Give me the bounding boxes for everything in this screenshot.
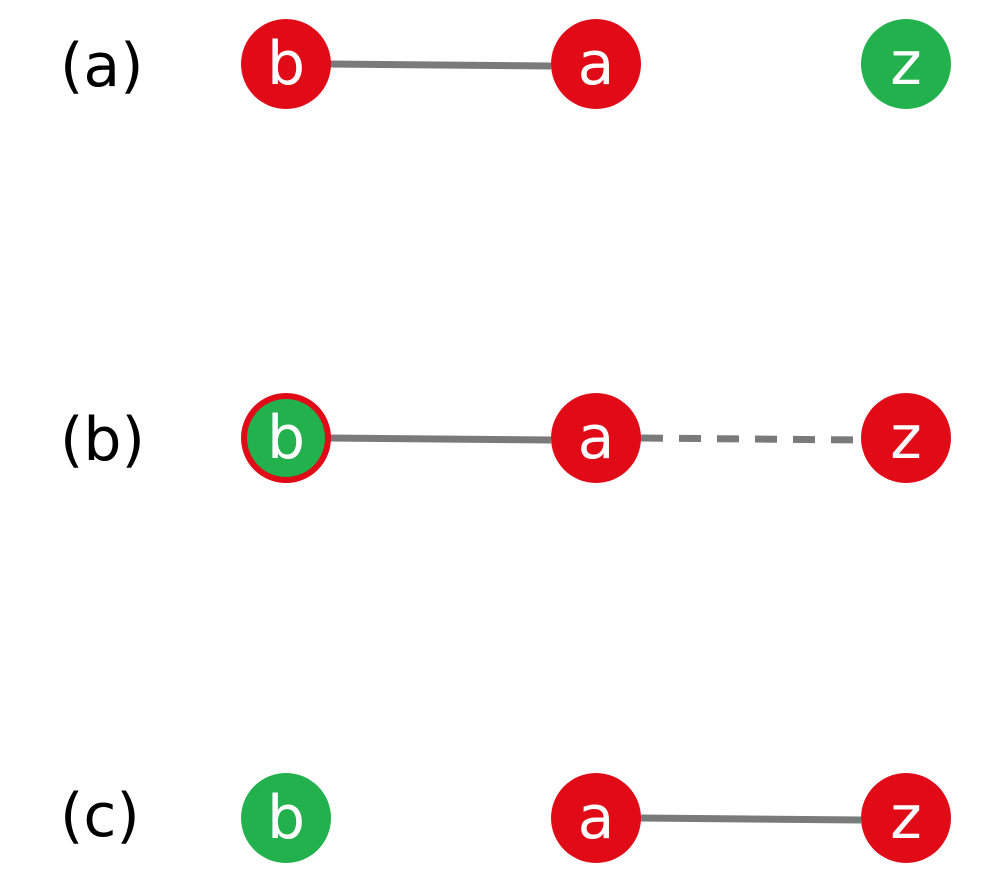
node-letter-a-z: z: [890, 29, 922, 99]
panel-label-c: (c): [60, 781, 140, 851]
node-circle-a-z: [861, 19, 951, 109]
node-c-b: b: [241, 773, 331, 863]
edge-a-b-a-solid: [328, 60, 552, 70]
node-circle-b-a: [551, 393, 641, 483]
node-a-a: a: [551, 19, 641, 109]
edges-layer: [328, 60, 862, 824]
node-c-a: a: [551, 773, 641, 863]
node-letter-b-a: a: [578, 403, 615, 473]
node-letter-b-b: b: [267, 403, 305, 473]
node-circle-c-z: [861, 773, 951, 863]
node-circle-a-b: [241, 19, 331, 109]
node-letter-a-b: b: [267, 29, 305, 99]
node-circle-b-b: [241, 393, 331, 483]
node-b-b: b: [241, 393, 331, 483]
node-a-z: z: [861, 19, 951, 109]
node-a-b: b: [241, 19, 331, 109]
node-letter-c-z: z: [890, 783, 922, 853]
node-b-z: z: [861, 393, 951, 483]
node-letter-c-a: a: [578, 783, 615, 853]
node-c-z: z: [861, 773, 951, 863]
node-letter-b-z: z: [890, 403, 922, 473]
panel-label-b: (b): [60, 405, 145, 475]
node-circle-c-b: [241, 773, 331, 863]
node-circle-a-a: [551, 19, 641, 109]
node-b-a: a: [551, 393, 641, 483]
node-circle-c-a: [551, 773, 641, 863]
panel-label-a: (a): [60, 31, 144, 101]
node-circle-b-z: [861, 393, 951, 483]
edge-c-a-z-solid: [640, 814, 862, 824]
node-letter-a-a: a: [578, 29, 615, 99]
nodes-layer: b a z b a z b a z: [241, 19, 951, 863]
edge-b-b-a-solid: [328, 434, 552, 444]
node-letter-c-b: b: [267, 783, 305, 853]
edge-b-a-z-dashed: [640, 434, 862, 444]
